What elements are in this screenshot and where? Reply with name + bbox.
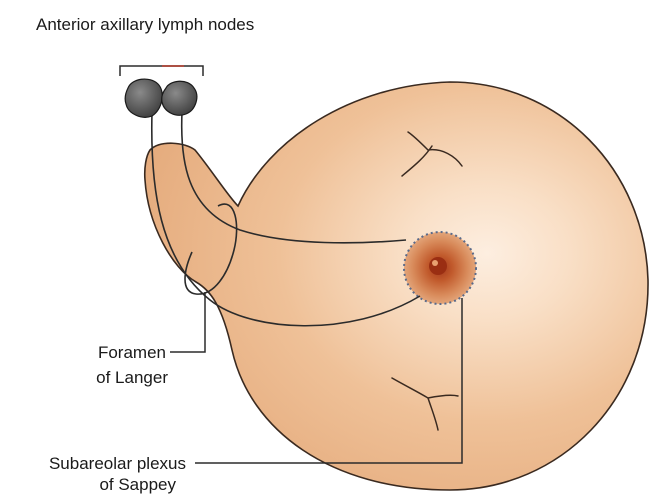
lymph-node-left <box>125 79 162 117</box>
axillary-nodes-bracket <box>120 66 203 76</box>
anterior-axillary-lymph-nodes <box>125 79 197 117</box>
nipple-highlight <box>432 260 438 266</box>
label-foramen-line2: of Langer <box>96 368 168 387</box>
label-anterior-axillary-lymph-nodes: Anterior axillary lymph nodes <box>36 15 254 34</box>
label-plexus-line1: Subareolar plexus <box>49 454 186 473</box>
label-plexus-line2: of Sappey <box>99 475 176 494</box>
breast-body <box>145 82 648 490</box>
lymph-node-right <box>162 81 197 115</box>
foramen-leader-line <box>170 292 205 352</box>
nipple <box>429 257 447 275</box>
label-foramen-line1: Foramen <box>98 343 166 362</box>
